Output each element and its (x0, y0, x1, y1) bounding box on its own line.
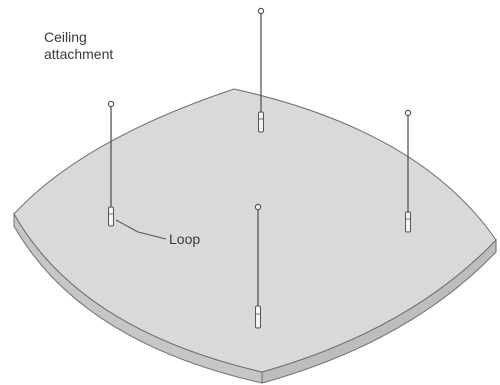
panel-top-surface (13, 88, 497, 373)
hanger-front-left (107, 100, 115, 227)
hanger-front-center (254, 203, 262, 329)
ceiling-attachment-icon (107, 100, 115, 108)
loop-clamp-icon (255, 305, 261, 329)
ceiling-attachment-label-line2: attachment (44, 46, 113, 62)
hanger-right (404, 109, 412, 233)
ceiling-attachment-icon (404, 109, 412, 117)
loop-leader-line (115, 219, 167, 240)
ceiling-attachment-icon (254, 203, 262, 211)
loop-label: Loop (169, 231, 200, 247)
hanger-back (257, 7, 265, 133)
ceiling-attachment-icon (257, 7, 265, 15)
loop-clamp-icon (405, 211, 411, 233)
ceiling-attachment-label-line1: Ceiling (44, 29, 87, 45)
loop-clamp-icon (108, 206, 114, 227)
loop-clamp-icon (258, 111, 264, 133)
